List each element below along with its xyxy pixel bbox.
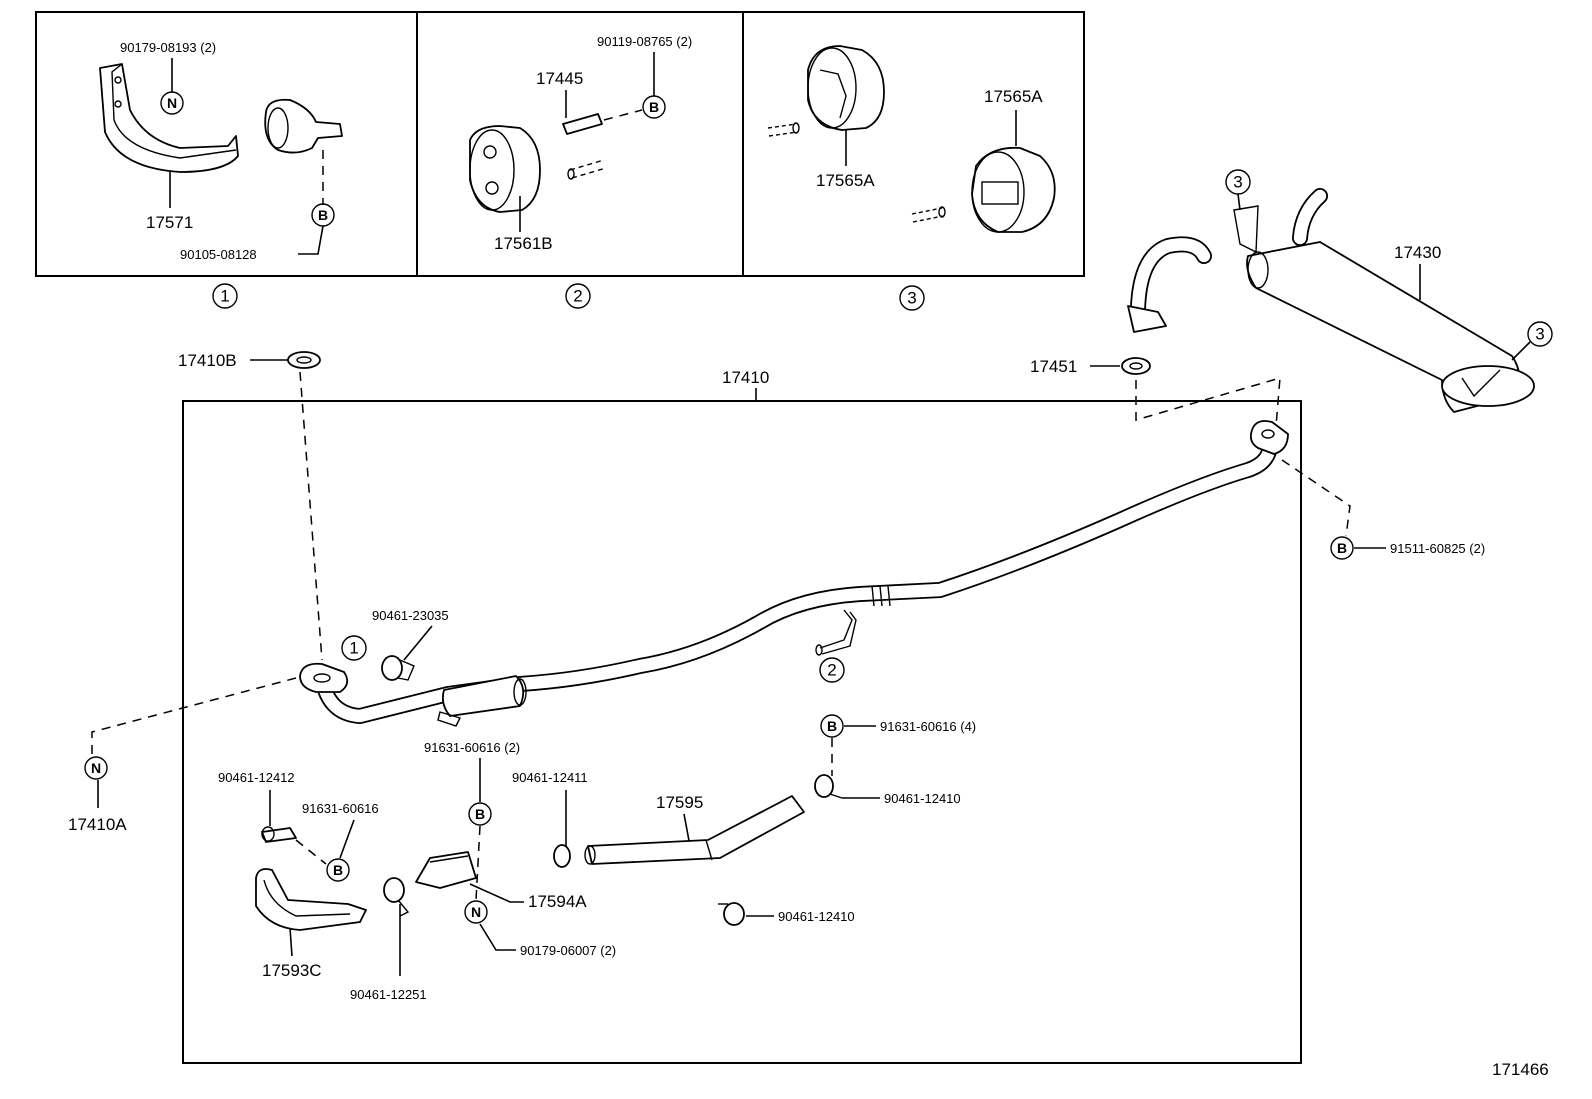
- label-91631-60616-single: 91631-60616: [302, 801, 379, 816]
- clamp-band[interactable]: [264, 98, 343, 154]
- label-17561B: 17561B: [494, 234, 553, 253]
- gasket-17451[interactable]: [1121, 357, 1151, 375]
- panel-index-1: 1: [212, 283, 238, 309]
- clamp-90461-12410-b[interactable]: [718, 902, 745, 926]
- hanger-17565A-right[interactable]: [971, 146, 1056, 233]
- label-17410A: 17410A: [68, 815, 127, 834]
- label-17565A-left: 17565A: [816, 171, 875, 190]
- exhaust-pipe-17410[interactable]: [299, 420, 1289, 727]
- panel-2: 90119-08765 (2) B 17445 17561B: [469, 34, 692, 253]
- svg-text:B: B: [827, 718, 837, 734]
- clamp-90461-23035[interactable]: [381, 655, 415, 681]
- svg-text:B: B: [475, 806, 485, 822]
- label-90461-12411: 90461-12411: [512, 770, 588, 785]
- label-90461-12251: 90461-12251: [350, 987, 427, 1002]
- stud-dashed: [567, 159, 607, 180]
- clamp-90461-12411[interactable]: [553, 844, 571, 868]
- label-17451: 17451: [1030, 357, 1077, 376]
- label-17565A-right: 17565A: [984, 87, 1043, 106]
- panel-index-2: 2: [565, 283, 591, 309]
- label-90461-12412: 90461-12412: [218, 770, 295, 785]
- svg-text:3: 3: [907, 289, 916, 308]
- clamp-90461-12251[interactable]: [383, 877, 410, 917]
- heat-insulator-17595[interactable]: [584, 795, 805, 865]
- label-90461-23035: 90461-23035: [372, 608, 449, 623]
- svg-text:1: 1: [349, 639, 358, 658]
- muffler-17430[interactable]: [1127, 188, 1535, 413]
- assembly-frame-17410: [182, 400, 1302, 1064]
- svg-text:N: N: [471, 904, 481, 920]
- svg-text:B: B: [333, 862, 343, 878]
- stud-dashed-right: [911, 206, 946, 223]
- clamp-90461-12410-a[interactable]: [814, 774, 843, 799]
- hanger-17565A-top[interactable]: [807, 45, 885, 131]
- bolt-symbol-91631-4: B: [820, 714, 844, 738]
- label-17595: 17595: [656, 793, 703, 812]
- gasket-17410B[interactable]: [287, 351, 321, 369]
- hanger-17561B[interactable]: [469, 125, 541, 213]
- svg-text:N: N: [91, 760, 101, 776]
- svg-text:3: 3: [1233, 173, 1242, 192]
- label-90105-08128: 90105-08128: [180, 247, 257, 262]
- label-17410: 17410: [722, 368, 769, 387]
- label-90179-06007: 90179-06007 (2): [520, 943, 616, 958]
- panel-3: 17565A 17565A: [767, 45, 1056, 233]
- bolt-symbol-panel2: B: [642, 95, 666, 119]
- label-91631-60616-2: 91631-60616 (2): [424, 740, 520, 755]
- callout-3-right: 3: [1527, 321, 1553, 347]
- top-panels-frame: [35, 11, 1085, 277]
- callout-3-top: 3: [1225, 169, 1251, 195]
- diagram-id: 171466: [1492, 1060, 1549, 1079]
- svg-text:B: B: [1337, 540, 1347, 556]
- nut-symbol-panel1: N: [160, 91, 184, 115]
- label-91511-60825: 91511-60825 (2): [1390, 541, 1485, 556]
- callout-2-pipe: 2: [819, 657, 845, 683]
- label-91631-60616-4: 91631-60616 (4): [880, 719, 976, 734]
- svg-text:B: B: [649, 99, 659, 115]
- svg-text:2: 2: [827, 661, 836, 680]
- heat-insulator-17594A[interactable]: [415, 851, 477, 889]
- svg-text:N: N: [167, 95, 177, 111]
- svg-text:2: 2: [573, 287, 582, 306]
- label-17410B: 17410B: [178, 351, 237, 370]
- callout-1-pipe: 1: [341, 635, 367, 661]
- svg-text:3: 3: [1535, 325, 1544, 344]
- clamp-90461-12412[interactable]: [261, 826, 297, 843]
- label-90461-12410-a: 90461-12410: [884, 791, 961, 806]
- label-17593C: 17593C: [262, 961, 322, 980]
- panel-1: N 90179-08193 (2) 17571 B 90105-08128: [99, 40, 343, 262]
- panel-index-3: 3: [899, 285, 925, 311]
- bolt-symbol-panel1: B: [311, 203, 335, 227]
- nut-symbol-90179: N: [464, 900, 488, 924]
- label-90119-08765: 90119-08765 (2): [597, 34, 692, 49]
- label-17430: 17430: [1394, 243, 1441, 262]
- bolt-symbol-91511: B: [1330, 536, 1354, 560]
- bolt-symbol-91631-2: B: [468, 802, 492, 826]
- label-17445: 17445: [536, 69, 583, 88]
- bolt-symbol-91631-single: B: [326, 858, 350, 882]
- label-17571: 17571: [146, 213, 193, 232]
- bracket-17571[interactable]: [99, 63, 239, 173]
- label-90461-12410-b: 90461-12410: [778, 909, 855, 924]
- svg-text:1: 1: [220, 287, 229, 306]
- pin-17445[interactable]: [562, 113, 603, 135]
- heat-insulator-17593C[interactable]: [255, 868, 367, 931]
- label-17594A: 17594A: [528, 892, 587, 911]
- svg-text:B: B: [318, 207, 328, 223]
- nut-symbol-17410A: N: [84, 756, 108, 780]
- label-90179-08193: 90179-08193 (2): [120, 40, 216, 55]
- stud-dashed-top: [767, 122, 800, 137]
